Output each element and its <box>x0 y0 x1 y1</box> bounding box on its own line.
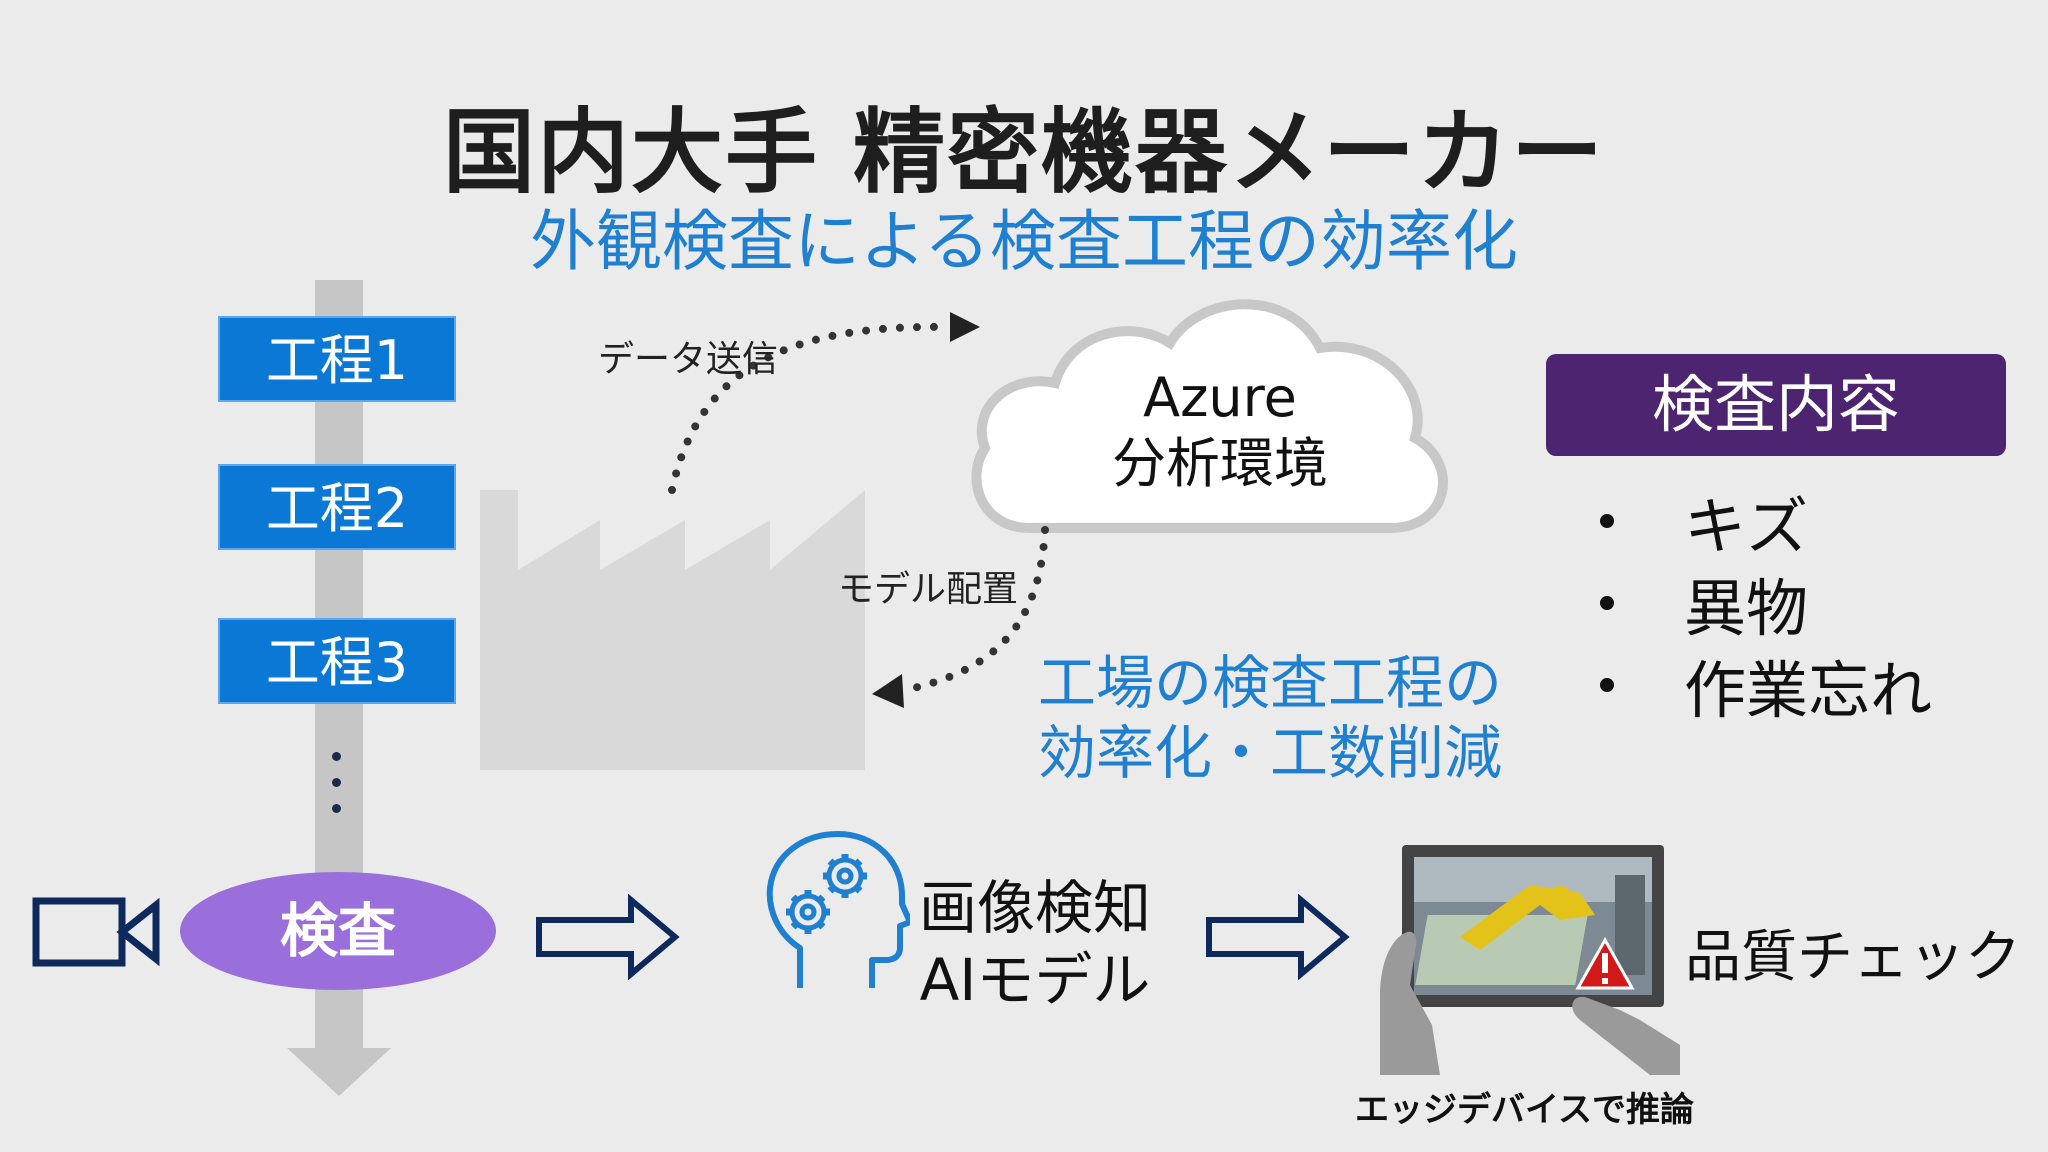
process-flow-arrowhead <box>287 1048 391 1096</box>
warning-icon <box>1575 936 1635 990</box>
list-item-text: キズ <box>1684 490 1809 563</box>
factory-icon <box>480 490 865 770</box>
list-item: 作業忘れ <box>1600 644 1932 727</box>
ai-model-line1: 画像検知 <box>918 874 1151 942</box>
data-send-label: データ送信 <box>598 339 779 380</box>
benefit-line1: 工場の検査工程の <box>1037 649 1502 717</box>
model-deploy-label: モデル配置 <box>838 569 1019 610</box>
bullet-icon <box>1600 678 1614 692</box>
cloud-label: Azure 分析環境 <box>1010 365 1430 497</box>
process-step-2: 工程2 <box>218 464 456 550</box>
list-item: キズ <box>1600 480 1932 563</box>
quality-check-label: 品質チェック <box>1685 925 2021 990</box>
gear-head-icon <box>766 831 910 988</box>
ai-model-line2: AIモデル <box>919 946 1151 1014</box>
ai-model-label: 画像検知 AIモデル <box>905 872 1165 1016</box>
inspection-step: 検査 <box>180 872 496 990</box>
inspection-content-header: 検査内容 <box>1546 354 2006 456</box>
camera-icon <box>32 897 160 967</box>
inspection-content-list: キズ 異物 作業忘れ <box>1600 480 1932 727</box>
bullet-icon <box>1600 596 1614 610</box>
bullet-icon <box>1600 514 1614 528</box>
tablet-icon <box>1380 845 1680 1075</box>
cloud-label-line1: Azure <box>1143 366 1297 429</box>
flow-arrow-right-2 <box>1206 894 1350 980</box>
benefit-text: 工場の検査工程の 効率化・工数削減 <box>1030 648 1510 788</box>
cloud-icon <box>971 299 1448 533</box>
page-title: 国内大手 精密機器メーカー <box>442 99 1606 206</box>
list-item-text: 異物 <box>1684 572 1809 645</box>
flow-arrow-right-1 <box>536 894 680 980</box>
list-item: 異物 <box>1600 562 1932 645</box>
process-step-3: 工程3 <box>218 618 456 704</box>
process-step-1: 工程1 <box>218 316 456 402</box>
benefit-line2: 効率化・工数削減 <box>1037 719 1502 787</box>
page-subtitle: 外観検査による検査工程の効率化 <box>529 203 1519 280</box>
more-steps-ellipsis <box>332 752 344 830</box>
edge-inference-label: エッジデバイスで推論 <box>1355 1090 1694 1130</box>
list-item-text: 作業忘れ <box>1684 654 1933 727</box>
cloud-label-line2: 分析環境 <box>1112 432 1328 495</box>
